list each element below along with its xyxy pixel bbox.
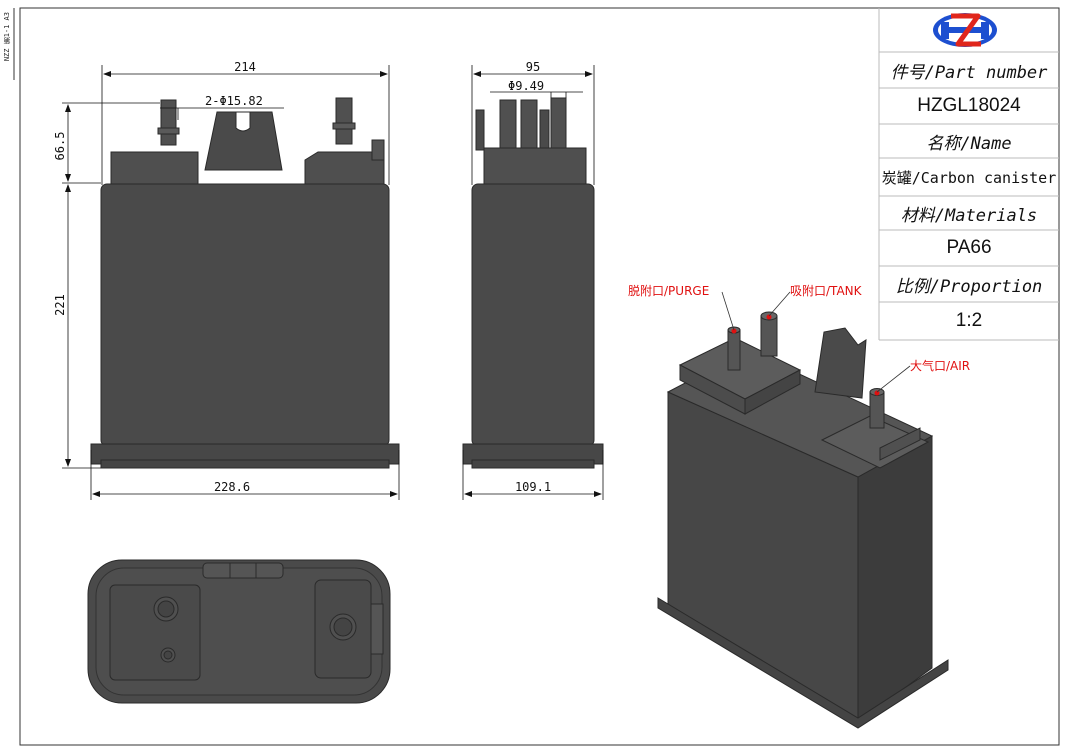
dim-port-diameter: 2-Φ15.82: [205, 94, 263, 108]
front-view: [90, 97, 400, 469]
proportion-value: 1:2: [955, 310, 983, 331]
title-block-grid: [878, 8, 1059, 341]
callout-purge: 脱附口/PURGE: [628, 283, 709, 298]
side-dimension-lines: [462, 65, 604, 500]
dim-front-top-width: 214: [234, 60, 256, 74]
callout-air: 大气口/AIR: [910, 358, 970, 373]
callout-leaders: [721, 291, 911, 393]
proportion-label: 比例/Proportion: [895, 276, 1043, 297]
front-dimension-lines: [62, 65, 400, 500]
part-number-value: HZGL18024: [917, 95, 1021, 116]
name-value: 炭罐/Carbon canister: [881, 168, 1057, 187]
dim-front-bottom-width: 228.6: [214, 480, 250, 494]
material-value: PA66: [946, 237, 992, 258]
dim-front-height-top: 66.5: [53, 132, 67, 161]
isometric-view: [657, 311, 949, 729]
dim-side-bottom-width: 109.1: [515, 480, 551, 494]
name-label: 名称/Name: [926, 133, 1012, 154]
dim-side-top-width: 95: [526, 60, 540, 74]
materials-label: 材料/Materials: [900, 205, 1038, 226]
side-view: [462, 97, 604, 469]
dim-side-port-diameter: Φ9.49: [508, 79, 544, 93]
company-logo: [933, 13, 997, 47]
drawing-frame: [19, 7, 1060, 746]
dim-front-height-body: 221: [53, 294, 67, 316]
callout-tank: 吸附口/TANK: [790, 284, 863, 298]
bottom-view: [87, 559, 391, 704]
part-number-label: 件号/Part number: [890, 62, 1048, 83]
